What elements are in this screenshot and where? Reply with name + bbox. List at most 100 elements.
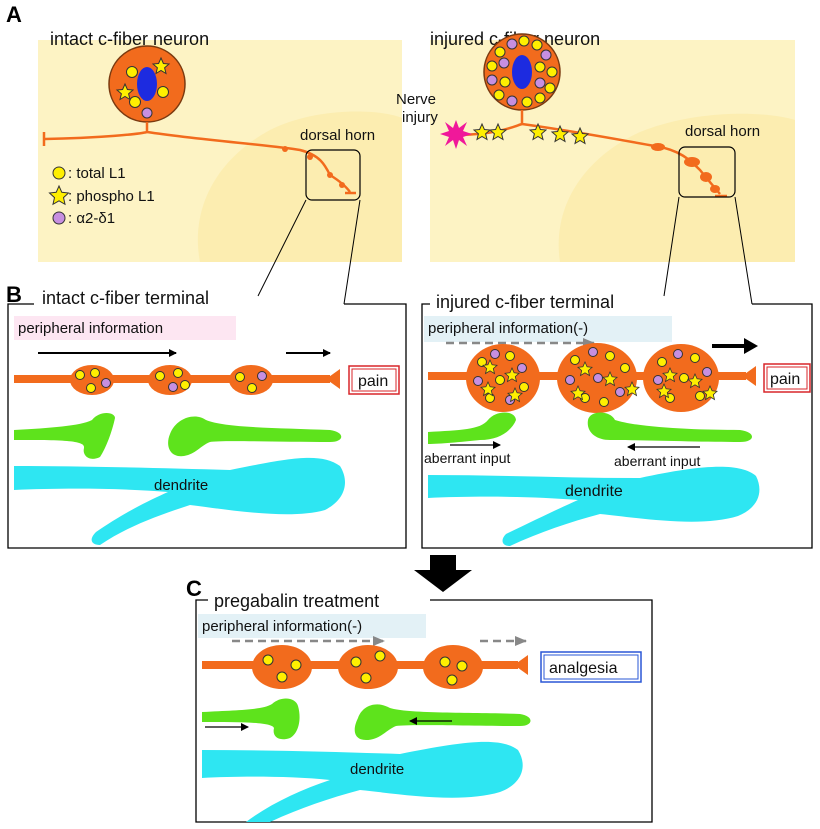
enlarged-varicosity-contents [473,347,718,407]
zoom-line [343,199,361,305]
phospho-l1-star [482,359,498,375]
phospho-l1-star [488,122,508,141]
legend: : total L1 : phospho L1 : α2-δ1 [48,165,155,227]
phospho-l1-star [624,381,640,397]
nerve-injury-label-2: injury [402,109,438,126]
fiber-terminal [514,655,528,675]
axon-phospho-stars [472,122,590,145]
total-l1-dot [439,656,451,668]
fiber-terminal [742,366,756,386]
legend-a2d1-label: : α2-δ1 [68,210,115,227]
injured-terminal-title: injured c-fiber terminal [436,292,614,312]
aberrant-input-label-right: aberrant input [614,453,701,469]
dorsal-horn-right-shape [558,113,795,262]
panel-c-letter: C [186,576,202,601]
total-l1-dot [477,357,487,367]
varicosity-dots [75,368,267,393]
legend-a2d1-icon [52,211,66,225]
axon-bead [339,182,345,188]
total-l1-dot [544,82,556,94]
panel-a-letter: A [6,2,22,27]
legend-total-l1-label: : total L1 [68,165,126,182]
phospho-l1-star [151,56,171,75]
total-l1-dot [157,86,169,98]
total-l1-dot [75,370,85,380]
panel-b-letter: B [6,282,22,307]
analgesia-box [540,651,642,683]
phospho-l1-star [702,385,718,401]
total-l1-dot [657,357,667,367]
total-l1-dot [235,372,245,382]
phospho-l1-star [570,126,590,145]
dendrite [14,457,345,545]
bold-signal-arrow [712,338,758,354]
total-l1-dot [456,660,468,672]
total-l1-dot [695,391,705,401]
dorsal-horn-left-shape [197,111,402,263]
total-l1-dot [570,355,580,365]
intact-neuron-title: intact c-fiber neuron [50,29,209,49]
panel-a: A intact c-fiber neuron injured c-fiber … [6,2,795,263]
dendrite [428,466,760,546]
a2d1-dot [588,347,598,357]
zoom-line [663,196,680,297]
zoom-connectors [257,196,753,305]
peripheral-info-neg-banner-c [198,614,426,638]
total-l1-dot [290,659,302,671]
a2d1-dot [673,349,683,359]
glia-process [14,413,115,459]
fiber-terminal [326,369,340,389]
injured-terminal-box [421,303,813,549]
dorsal-horn-label-left: dorsal horn [300,127,375,144]
glia-process [428,412,516,444]
total-l1-dot [350,656,362,668]
phospho-l1-star [602,371,618,387]
a2d1-dot [615,387,625,397]
total-l1-dot [494,46,506,58]
dendrite [202,741,523,822]
total-l1-dot [495,375,505,385]
total-l1-dot [126,66,138,78]
a2d1-dot [490,349,500,359]
phospho-l1-star [528,122,548,141]
total-l1-dot [499,76,511,88]
legend-total-l1-icon [52,166,66,180]
phospho-l1-star [550,124,570,143]
a2d1-dot [517,363,527,373]
injured-neuron [440,33,727,198]
pain-box [348,365,400,395]
pregabalin-title: pregabalin treatment [214,591,379,611]
axon-varicosity [651,143,665,151]
panel-b: B intact c-fiber terminal peripheral inf… [6,282,813,549]
total-l1-dot [531,39,543,51]
a2d1-dot [506,95,518,107]
dorsal-horn-label-right: dorsal horn [685,123,760,140]
varicosity [423,645,483,689]
a2d1-dot [168,382,178,392]
total-l1-dot [180,380,190,390]
a2d1-dot [473,376,483,386]
total-l1-dot [518,35,530,47]
glia-process [354,704,531,740]
aberrant-input-label-left: aberrant input [424,450,511,466]
peripheral-info-banner [14,316,236,340]
total-l1-dot [173,368,183,378]
a2d1-dot [565,375,575,385]
analgesia-box-inner [543,654,639,680]
intact-terminal-title: intact c-fiber terminal [42,288,209,308]
a2d1-dot [593,373,603,383]
total-l1-dot [155,371,165,381]
phospho-l1-star [472,122,492,141]
analgesia-label: analgesia [549,660,618,677]
axon-varicosity [700,172,712,182]
total-l1-dot [505,351,515,361]
total-l1-dot [90,368,100,378]
phospho-l1-star [577,361,593,377]
peripheral-info-neg-label-c: peripheral information(-) [202,618,362,635]
injured-soma-dots [486,35,558,108]
axon-bead [307,154,313,160]
pregabalin-box [195,599,653,823]
peripheral-info-neg-label: peripheral information(-) [428,320,588,337]
total-l1-dot [374,650,386,662]
a2d1-dot [141,107,153,119]
